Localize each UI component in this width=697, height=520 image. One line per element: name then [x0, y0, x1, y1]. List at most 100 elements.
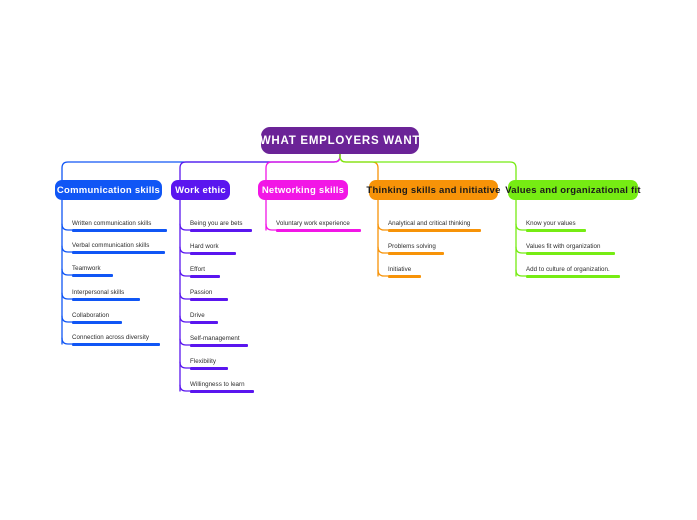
connector-thinking-skills-and-initiative-item-2	[377, 269, 389, 277]
branch-node-work-ethic[interactable]: Work ethic	[171, 180, 230, 200]
connector-root-to-thinking-skills-and-initiative	[339, 153, 379, 181]
connector-communication-skills-item-2	[61, 268, 73, 276]
leaf-underline-bar	[72, 298, 140, 301]
leaf-label: Add to culture of organization.	[526, 266, 610, 273]
leaf-underline-bar	[190, 252, 236, 255]
leaf-label: Voluntary work experience	[276, 220, 350, 227]
connector-values-and-organizational-fit-item-0	[515, 223, 527, 231]
branch-node-thinking-skills-and-initiative[interactable]: Thinking skills and initiative	[366, 180, 501, 200]
leaf-label: Analytical and critical thinking	[388, 220, 471, 227]
leaf-node[interactable]: Written communication skills	[72, 219, 167, 232]
leaf-node[interactable]: Verbal communication skills	[72, 241, 165, 254]
leaf-label: Being you are bets	[190, 220, 243, 227]
leaf-node[interactable]: Analytical and critical thinking	[388, 219, 481, 232]
connector-communication-skills-item-4	[61, 315, 73, 323]
leaf-underline-bar	[190, 390, 254, 393]
connector-root-to-networking-skills	[265, 153, 341, 181]
leaf-node[interactable]: Self-management	[190, 334, 248, 347]
leaf-node[interactable]: Collaboration	[72, 311, 122, 324]
leaf-underline-bar	[190, 367, 228, 370]
leaf-underline-bar	[72, 343, 160, 346]
connector-work-ethic-item-5	[179, 338, 191, 346]
leaf-underline-bar	[72, 274, 113, 277]
leaf-underline-bar	[190, 321, 218, 324]
branch-node-label: Work ethic	[175, 184, 226, 196]
root-node[interactable]: WHAT EMPLOYERS WANT	[259, 127, 421, 154]
connector-work-ethic-item-7	[179, 384, 191, 392]
leaf-underline-bar	[72, 251, 165, 254]
leaf-node[interactable]: Know your values	[526, 219, 586, 232]
leaf-underline-bar	[388, 229, 481, 232]
connector-work-ethic-item-2	[179, 269, 191, 277]
connector-work-ethic-item-4	[179, 315, 191, 323]
leaf-label: Passion	[190, 289, 213, 296]
leaf-node[interactable]: Flexibility	[190, 357, 228, 370]
leaf-label: Written communication skills	[72, 220, 152, 227]
connector-values-and-organizational-fit-item-2	[515, 269, 527, 277]
connector-communication-skills-item-3	[61, 292, 73, 300]
connector-work-ethic-item-1	[179, 246, 191, 254]
leaf-node[interactable]: Problems solving	[388, 242, 444, 255]
leaf-node[interactable]: Interpersonal skills	[72, 288, 140, 301]
leaf-label: Hard work	[190, 243, 219, 250]
leaf-label: Know your values	[526, 220, 576, 227]
connector-thinking-skills-and-initiative-item-0	[377, 223, 389, 231]
leaf-label: Values fit with organization	[526, 243, 601, 250]
leaf-node[interactable]: Connection across diversity	[72, 333, 160, 346]
connector-thinking-skills-and-initiative-item-1	[377, 246, 389, 254]
leaf-underline-bar	[190, 344, 248, 347]
leaf-underline-bar	[526, 275, 620, 278]
leaf-underline-bar	[526, 252, 615, 255]
branch-node-label: Values and organizational fit	[505, 184, 641, 196]
connector-root-to-work-ethic	[179, 153, 341, 181]
leaf-label: Effort	[190, 266, 205, 273]
connector-root-to-values-and-organizational-fit	[339, 153, 517, 181]
leaf-underline-bar	[72, 229, 167, 232]
connector-root-to-communication-skills	[61, 153, 341, 181]
connector-communication-skills-item-5	[61, 337, 73, 345]
branch-node-label: Networking skills	[261, 184, 345, 196]
branch-node-label: Thinking skills and initiative	[366, 184, 501, 196]
leaf-underline-bar	[526, 229, 586, 232]
leaf-label: Teamwork	[72, 265, 101, 272]
leaf-node[interactable]: Effort	[190, 265, 220, 278]
leaf-node[interactable]: Add to culture of organization.	[526, 265, 620, 278]
leaf-node[interactable]: Initiative	[388, 265, 421, 278]
leaf-node[interactable]: Values fit with organization	[526, 242, 615, 255]
branch-node-values-and-organizational-fit[interactable]: Values and organizational fit	[505, 180, 641, 200]
leaf-underline-bar	[190, 298, 228, 301]
root-node-label: WHAT EMPLOYERS WANT	[259, 134, 421, 147]
branch-node-networking-skills[interactable]: Networking skills	[258, 180, 348, 200]
leaf-underline-bar	[388, 275, 421, 278]
leaf-label: Problems solving	[388, 243, 436, 250]
connector-communication-skills-item-0	[61, 223, 73, 231]
leaf-label: Connection across diversity	[72, 334, 150, 341]
connector-networking-skills-item-0	[265, 223, 277, 231]
leaf-label: Flexibility	[190, 358, 216, 365]
leaf-label: Self-management	[190, 335, 240, 342]
connector-work-ethic-item-3	[179, 292, 191, 300]
leaf-node[interactable]: Being you are bets	[190, 219, 252, 232]
leaf-label: Verbal communication skills	[72, 242, 150, 249]
leaf-label: Initiative	[388, 266, 412, 273]
leaf-label: Interpersonal skills	[72, 289, 125, 296]
leaf-node[interactable]: Drive	[190, 311, 218, 324]
leaf-node[interactable]: Willingness to learn	[190, 380, 254, 393]
leaf-node[interactable]: Passion	[190, 288, 228, 301]
leaf-underline-bar	[388, 252, 444, 255]
connector-values-and-organizational-fit-item-1	[515, 246, 527, 254]
leaf-label: Collaboration	[72, 312, 110, 319]
branch-node-communication-skills[interactable]: Communication skills	[55, 180, 162, 200]
leaf-label: Willingness to learn	[190, 381, 245, 388]
connector-work-ethic-item-0	[179, 223, 191, 231]
leaf-underline-bar	[276, 229, 361, 232]
leaf-underline-bar	[72, 321, 122, 324]
leaf-node[interactable]: Hard work	[190, 242, 236, 255]
leaf-underline-bar	[190, 275, 220, 278]
leaf-node[interactable]: Voluntary work experience	[276, 219, 361, 232]
branch-node-label: Communication skills	[56, 184, 161, 196]
leaf-node[interactable]: Teamwork	[72, 264, 113, 277]
connector-communication-skills-item-1	[61, 245, 73, 253]
